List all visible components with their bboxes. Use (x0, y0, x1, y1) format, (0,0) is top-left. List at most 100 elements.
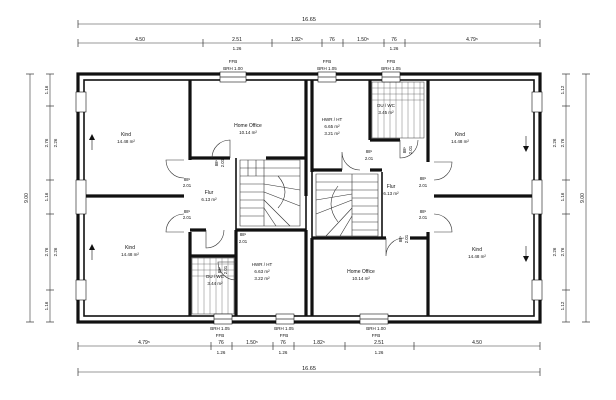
bottom-dim-segment: 2.51 (374, 340, 384, 346)
window-label: FFB (280, 333, 289, 338)
window-label: BRH 1.05 (317, 66, 337, 71)
door-label-width: 88⁵ (217, 267, 222, 274)
room-area: 10.14 m² (352, 276, 370, 281)
top-dim-segment: 1.82⁵ (291, 37, 303, 43)
bottom-dim-segment: 1.50⁵ (246, 340, 258, 346)
room-name-kind-top-left: Kind (121, 132, 131, 138)
room-name-flur-left: Flur (205, 190, 214, 196)
door-labels: 88⁵ 2.01 88⁵ 2.01 88⁵ 2.01 88⁵ 2.01 88⁵ … (183, 145, 428, 274)
door-label-height: 2.01 (404, 234, 409, 243)
left-dimension-chain: 9.00 1.16 2.76 1.16 2.76 1.16 2.26 2.26 (24, 73, 58, 323)
window-label: BRH 1.00 (366, 326, 386, 331)
door-label-width: 88⁵ (402, 147, 407, 154)
door-label-height: 2.01 (365, 156, 374, 161)
room-name-kind-bottom-right: Kind (472, 247, 482, 253)
bath-tile-hatch-bottom (191, 257, 235, 315)
top-dim-segment: 4.50 (135, 37, 145, 43)
window-label: FFB (323, 59, 332, 64)
top-dim-segment: 76 (329, 37, 335, 43)
door-label-width: 88⁵ (184, 177, 191, 182)
windows (75, 71, 543, 325)
right-dim-sub: 2.26 (552, 247, 557, 256)
bottom-dim-sub: 1.26 (279, 350, 288, 355)
bottom-dim-sub: 1.26 (217, 350, 226, 355)
right-dim-segment: 1.12 (560, 85, 565, 94)
window-label: BRH 1.05 (210, 326, 230, 331)
door-label-width: 88⁵ (398, 236, 403, 243)
window-label: BRH 1.05 (274, 326, 294, 331)
room-area: 10.14 m² (239, 130, 257, 135)
right-dimension-chain: 1.12 2.76 1.16 2.76 1.12 2.26 2.26 9.00 (552, 73, 590, 323)
door-label-height: 2.01 (419, 183, 428, 188)
left-dim-segment: 1.16 (44, 192, 49, 201)
interior-walls (84, 80, 534, 316)
room-area-extra: 3.21 m² (324, 131, 340, 136)
room-area: 14.48 m² (121, 252, 139, 257)
left-dim-sub: 2.26 (53, 247, 58, 256)
door-label-height: 2.01 (419, 215, 428, 220)
right-dim-segment: 1.16 (560, 192, 565, 201)
top-total-dimension: 16.65 (302, 17, 316, 23)
stair-direction-arrows (89, 134, 529, 262)
door-swings (165, 139, 453, 281)
top-dim-segment: 4.79⁵ (466, 37, 478, 43)
left-dim-sub: 2.26 (53, 138, 58, 147)
room-name-du-wc-top: DU / WC (377, 103, 395, 108)
left-total-dimension: 9.00 (24, 193, 30, 203)
room-area: 14.48 m² (468, 254, 486, 259)
top-dim-segment: 1.50⁵ (357, 37, 369, 43)
exterior-wall-inner (83, 79, 535, 317)
right-dim-segment: 1.12 (560, 301, 565, 310)
door-label-height: 2.01 (220, 158, 225, 167)
room-labels: Kind 14.48 m² Home Office 10.14 m² HWR /… (117, 103, 486, 286)
room-area: 14.48 m² (451, 139, 469, 144)
room-area: 14.48 m² (117, 139, 135, 144)
bottom-dim-segment: 76 (280, 340, 286, 346)
bottom-total-dimension: 16.65 (302, 366, 316, 372)
window-labels-bottom: BRH 1.05 FFB BRH 1.05 FFB BRH 1.00 FFB (210, 326, 386, 338)
bottom-dim-segment: 4.50 (472, 340, 482, 346)
room-area: 6.13 m² (383, 191, 399, 196)
door-label-width: 88⁵ (420, 209, 427, 214)
bottom-dim-segment: 76 (218, 340, 224, 346)
window-label: FFB (229, 59, 238, 64)
door-label-width: 88⁵ (240, 232, 247, 237)
room-name-du-wc-bottom: DU / WC (206, 274, 224, 279)
door-label-height: 2.01 (183, 215, 192, 220)
window-label: FFB (387, 59, 396, 64)
door-label-width: 88⁵ (214, 160, 219, 167)
bath-tile-hatch-top (371, 81, 425, 139)
bottom-dim-sub: 1.26 (375, 350, 384, 355)
room-name-home-office-bottom: Home Office (347, 269, 375, 275)
window-label: FFB (372, 333, 381, 338)
room-area: 6.65 m² (324, 124, 340, 129)
exterior-wall (76, 72, 542, 324)
room-area: 3.45 m² (378, 110, 394, 115)
door-label-height: 2.01 (223, 265, 228, 274)
top-dim-sub: 1.26 (390, 46, 399, 51)
room-area: 6.13 m² (201, 197, 217, 202)
left-dim-segment: 2.76 (44, 247, 49, 256)
room-name-kind-bottom-left: Kind (125, 245, 135, 251)
door-label-width: 88⁵ (366, 149, 373, 154)
top-dim-segment: 76 (391, 37, 397, 43)
window-label: BRH 1.00 (223, 66, 243, 71)
staircase-left (239, 159, 301, 227)
room-name-home-office-top: Home Office (234, 123, 262, 129)
room-name-hwr-bottom: HWR / HT (252, 262, 273, 267)
bottom-dimension-chain: 4.79⁵ 76 1.50⁵ 76 1.82⁵ 2.51 4.50 1.26 1… (77, 340, 541, 376)
room-area: 3.44 m² (207, 281, 223, 286)
top-dimension-chain: 16.65 4.50 2.51 1.82⁵ 76 1.50⁵ 76 4.79⁵ … (77, 17, 541, 51)
top-dim-segment: 2.51 (232, 37, 242, 43)
door-label-width: 88⁵ (420, 176, 427, 181)
left-dim-segment: 1.16 (44, 85, 49, 94)
door-label-height: 2.01 (183, 183, 192, 188)
bottom-dim-segment: 4.79⁵ (138, 340, 150, 346)
door-label-width: 88⁵ (184, 209, 191, 214)
room-name-hwr-top: HWR / HT (322, 117, 343, 122)
room-name-kind-top-right: Kind (455, 132, 465, 138)
top-dim-sub: 1.26 (233, 46, 242, 51)
room-area-extra: 3.22 m² (254, 276, 270, 281)
right-dim-segment: 2.76 (560, 247, 565, 256)
